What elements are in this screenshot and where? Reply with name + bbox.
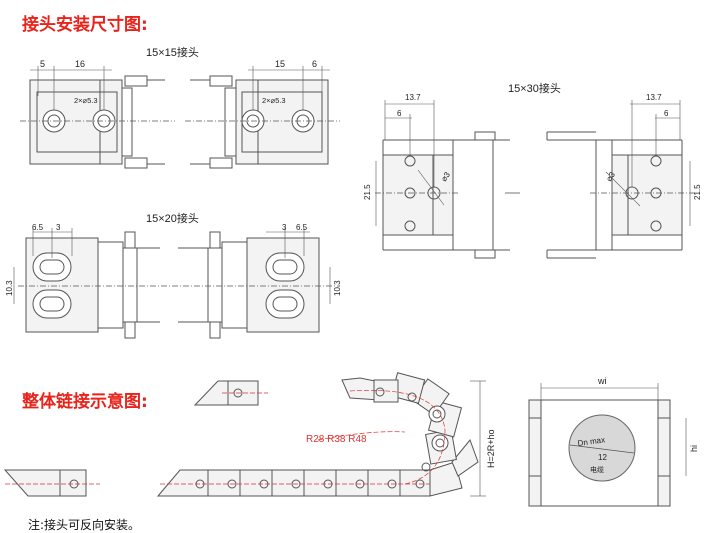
dim-16: 16 <box>75 59 85 69</box>
overall-heading: 整体链接示意图: <box>22 392 148 412</box>
connector-15x20-right <box>172 228 340 339</box>
dim-10-3-right: 10.3 <box>333 280 342 296</box>
footnote: 注:接头可反向安装。 <box>28 518 141 532</box>
dim-hi: hi <box>689 445 699 452</box>
dim-6-c: 6 <box>664 109 669 118</box>
dim-10-3-left: 10.3 <box>5 280 14 296</box>
dim-21-5-left: 21.5 <box>363 184 372 200</box>
height-formula: H=2R+ho <box>486 429 496 468</box>
dim-21-5-right: 21.5 <box>693 184 702 200</box>
radius-labels: R28 R38 R48 <box>306 434 367 445</box>
dim-6-b: 6 <box>397 109 402 118</box>
dim-6-5-right: 6.5 <box>296 223 308 232</box>
connector-15x15-left <box>20 66 175 169</box>
dim-6-a: 6 <box>312 59 317 69</box>
cross-section <box>528 383 687 507</box>
view-title-15x20: 15×20接头 <box>146 213 199 225</box>
chain-links-bend <box>317 372 486 497</box>
dim-15: 15 <box>275 59 285 69</box>
chain-end-piece <box>193 380 268 406</box>
dn-max-value: 12 <box>598 453 607 462</box>
dim-13-7-right: 13.7 <box>646 93 662 102</box>
dim-hole-15-left: 2×⌀5.3 <box>74 96 98 105</box>
dim-13-7-left: 13.7 <box>405 93 421 102</box>
dim-3-right: 3 <box>282 223 287 232</box>
view-title-15x15: 15×15接头 <box>146 47 199 59</box>
connector-15x30-right <box>546 100 695 259</box>
chain-bottom-left-end <box>3 469 100 497</box>
dim-3-left: 3 <box>56 223 61 232</box>
dim-hole-15-right: 2×⌀5.3 <box>262 96 286 105</box>
dim-6-5-left: 6.5 <box>32 223 44 232</box>
chain-links-straight <box>156 469 440 497</box>
dn-max-label: Dn max <box>577 435 606 448</box>
view-title-15x30: 15×30接头 <box>508 83 561 95</box>
dim-5: 5 <box>40 59 45 69</box>
connector-15x30-left <box>375 100 520 259</box>
connector-15x20-left <box>13 228 170 339</box>
dim-wi: wi <box>597 376 607 386</box>
connector-15x15-right <box>185 66 340 169</box>
cable-label: 电缆 <box>590 465 604 474</box>
install-heading: 接头安装尺寸图: <box>22 15 148 35</box>
